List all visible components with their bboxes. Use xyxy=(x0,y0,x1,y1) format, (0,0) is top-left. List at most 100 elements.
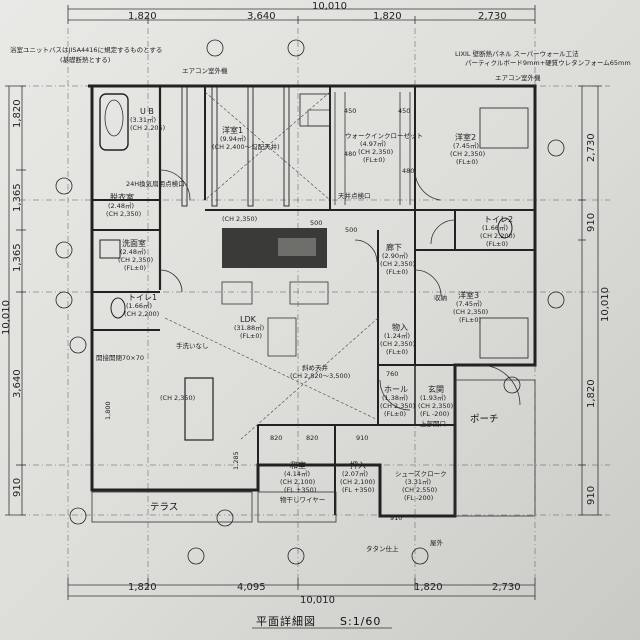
room-toilet2-ch: (CH 2,200) xyxy=(480,232,515,240)
interior-walls xyxy=(92,86,535,515)
right-dimension-lines xyxy=(578,85,602,516)
left-dim-1: 1,820 xyxy=(12,99,23,128)
genkan-tile-note: タタン仕上 xyxy=(366,544,399,553)
room-hall-name: ホール xyxy=(384,385,408,394)
dining-table-icon xyxy=(267,317,297,357)
washbasin-icon xyxy=(99,239,121,259)
room-2-fl: (FL±0) xyxy=(456,158,478,166)
inner-dim-2: 450 xyxy=(398,107,410,115)
right-dim-4: 910 xyxy=(586,486,597,505)
room-hall-area: (1.38㎡) xyxy=(382,393,408,402)
room-ldk-name: LDK xyxy=(240,315,257,324)
left-dim-3: 1,365 xyxy=(12,243,23,272)
shuno-note: 収納 xyxy=(434,293,447,302)
room-toilet1-ch: (CH 2,200) xyxy=(124,310,159,318)
inner-dim-5: 500 xyxy=(310,219,322,227)
toilet1-icon xyxy=(110,297,126,319)
room-toilet2-name: トイレ2 xyxy=(484,215,513,224)
desk-icon xyxy=(307,109,331,127)
room-oshiire-area: (2.07㎡) xyxy=(342,469,368,478)
room-3-name: 洋室3 xyxy=(458,290,479,300)
top-dim-2: 3,640 xyxy=(247,11,276,22)
room-shoes-fl: (FL -200) xyxy=(404,494,433,502)
room-1-name: 洋室1 xyxy=(222,125,243,135)
room-genkan-name: 玄関 xyxy=(428,384,444,394)
door-swings xyxy=(159,169,521,411)
room-ub-area: (3.31㎡) xyxy=(130,115,156,124)
room-monoire-area: (1.24㎡) xyxy=(384,331,410,340)
kura-note: 物干しワイヤー xyxy=(280,495,325,504)
room-monoire-fl: (FL±0) xyxy=(386,348,408,356)
room-walkin-name: ウォークインクローゼット xyxy=(345,131,423,140)
room-3-fl: (FL±0) xyxy=(459,316,481,324)
terrace-area xyxy=(91,491,253,523)
room-shoes-area: (3.31㎡) xyxy=(405,477,431,486)
room-washitsu-name: 和室 xyxy=(290,460,306,470)
slope-ceiling-lines xyxy=(164,91,379,441)
room-washitsu-fl: (FL +350) xyxy=(284,486,316,494)
room-genkan-area: (1.93㎡) xyxy=(420,393,446,402)
top-dim-4: 2,730 xyxy=(478,11,507,22)
room-datsui-area: (2.48㎡) xyxy=(108,201,134,210)
room-ub-ch: (CH 2,205) xyxy=(130,124,165,132)
inner-dim-12: 1,800 xyxy=(104,401,112,420)
handwash-note: 手洗いなし xyxy=(176,341,209,350)
room-oshiire-fl: (FL +350) xyxy=(342,486,374,494)
room-ldk-fl: (FL±0) xyxy=(240,332,262,340)
top-dim-1: 1,820 xyxy=(128,11,157,22)
bottom-dim-1: 1,820 xyxy=(128,582,157,593)
inner-dim-13: 1,285 xyxy=(232,451,240,470)
bottom-dim-3: 1,820 xyxy=(414,582,443,593)
fridge-space xyxy=(221,281,253,305)
bed-room3-icon xyxy=(479,317,529,359)
inner-dim-3: 480 xyxy=(344,150,356,158)
room-shoes-name: シューズクローク xyxy=(395,469,447,478)
opening-note: 開接開閉70×70 xyxy=(96,353,144,362)
room-toilet1-name: トイレ1 xyxy=(128,293,157,302)
right-dim-2: 910 xyxy=(586,213,597,232)
ac-outdoor-left: エアコン室外機 xyxy=(182,66,228,75)
drawing-title: 平面詳細図 xyxy=(256,614,316,628)
vent-note: 24H換気扇用点検口 xyxy=(126,179,185,188)
ac-outdoor-right: エアコン室外機 xyxy=(495,73,541,82)
room-rouka-area: (2.90㎡) xyxy=(382,251,408,260)
inner-dim-11: 760 xyxy=(386,370,398,378)
left-dim-2: 1,365 xyxy=(12,183,23,212)
room-rouka-fl: (FL±0) xyxy=(386,268,408,276)
room-rouka-name: 廊下 xyxy=(386,242,402,252)
inner-dim-6: 500 xyxy=(345,226,357,234)
room-washitsu-ch: (CH 2,100) xyxy=(280,478,315,486)
bottom-dimension-lines xyxy=(67,578,536,600)
room-toilet2-area: (1.66㎡) xyxy=(482,223,508,232)
bathtub-icon xyxy=(99,93,129,151)
room-washitsu-area: (4.14㎡) xyxy=(284,469,310,478)
room-datsui-ch: (CH 2,350) xyxy=(106,210,141,218)
toilet2-icon xyxy=(497,217,513,239)
drawing-scale: S:1/60 xyxy=(340,615,381,628)
room-1-area: (9.94㎡) xyxy=(220,134,246,143)
room-monoire-ch: (CH 2,350) xyxy=(380,340,415,348)
inner-dim-10: 910 xyxy=(390,514,402,522)
room-3-ch: (CH 2,350) xyxy=(453,308,488,316)
out-door-note: 屋外 xyxy=(430,538,444,547)
section-markers xyxy=(55,39,565,565)
outer-walls xyxy=(88,84,537,518)
room-ldk-area: (31.88㎡) xyxy=(234,323,264,332)
bottom-dim-2: 4,095 xyxy=(237,582,266,593)
ceiling-check-note: 天井点検口 xyxy=(338,191,371,200)
room-hall-ch: (CH 2,350) xyxy=(380,402,415,410)
room-2-name: 洋室2 xyxy=(455,132,476,142)
step-area xyxy=(257,491,337,523)
right-dim-1: 2,730 xyxy=(586,133,597,162)
room-2-ch: (CH 2,350) xyxy=(450,150,485,158)
right-dim-3: 1,820 xyxy=(586,379,597,408)
bath-note-1: 浴室ユニットバスはJISA4416に規定するものとする xyxy=(10,45,162,54)
stairs-access-note: 上部開口 xyxy=(420,419,446,428)
room-oshiire-ch: (CH 2,100) xyxy=(340,478,375,486)
room-walkin-ch: (CH 2,350) xyxy=(358,148,393,156)
wall-spec-1: LIXIL 壁断熱パネル スーパーウォール工法 xyxy=(455,49,579,58)
bed-room2-icon xyxy=(479,107,529,149)
inner-dim-9: 910 xyxy=(356,434,368,442)
sofa-icon xyxy=(184,377,214,441)
